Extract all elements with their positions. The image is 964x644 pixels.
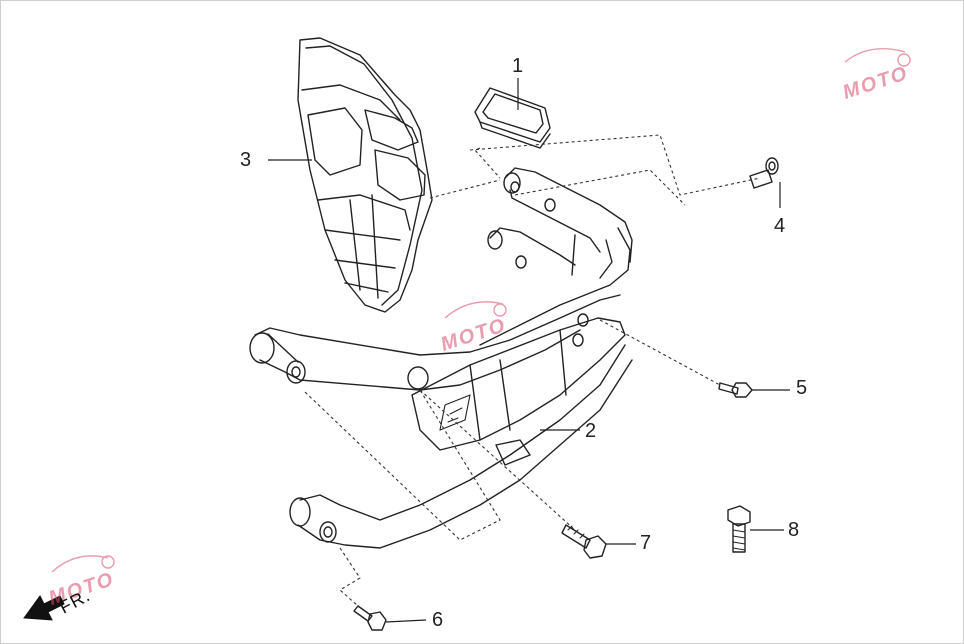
- part-3-fender: [297, 37, 433, 313]
- part-2-guard-frame: [249, 167, 633, 549]
- callout-4: 4: [774, 215, 786, 237]
- callout-3: 3: [240, 149, 252, 171]
- callout-1: 1: [512, 55, 524, 77]
- part-5-bolt: [718, 382, 753, 398]
- part-8-bolt: [727, 505, 751, 553]
- part-6-bolt: [353, 605, 387, 631]
- watermark-swoosh: [444, 301, 504, 319]
- callout-8: 8: [788, 519, 800, 541]
- callout-2: 2: [585, 420, 597, 442]
- watermark-swoosh: [844, 47, 906, 63]
- assembly-lines: [304, 134, 761, 607]
- watermark-swoosh: [51, 555, 109, 573]
- leader-lines: [268, 78, 790, 623]
- part-1-gasket: [474, 87, 551, 149]
- callout-5: 5: [796, 377, 808, 399]
- gear-icon: [101, 555, 115, 569]
- callout-6: 6: [432, 609, 444, 631]
- part-7-bolt: [561, 524, 607, 559]
- part-4-pin: [749, 157, 779, 189]
- gear-icon: [897, 53, 911, 67]
- callout-7: 7: [640, 532, 652, 554]
- front-direction-arrow: [23, 595, 65, 621]
